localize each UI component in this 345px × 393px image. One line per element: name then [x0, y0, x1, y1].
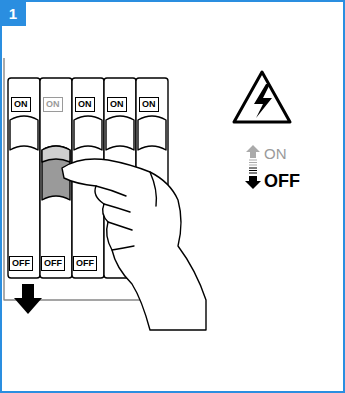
switch-off-label: OFF [41, 256, 65, 271]
switch-off-label: OFF [73, 256, 97, 271]
switch-on-label: ON [107, 97, 127, 112]
switch-on-label: ON [43, 97, 63, 112]
switch-on-label: ON [139, 97, 159, 112]
legend-off: OFF [264, 172, 300, 190]
switch-off-label: OFF [9, 256, 33, 271]
switch-on-label: ON [11, 97, 31, 112]
legend-on: ON [264, 146, 287, 161]
switch-on-label: ON [75, 97, 95, 112]
step-number: 1 [9, 5, 17, 22]
step-number-box: 1 [0, 0, 26, 26]
